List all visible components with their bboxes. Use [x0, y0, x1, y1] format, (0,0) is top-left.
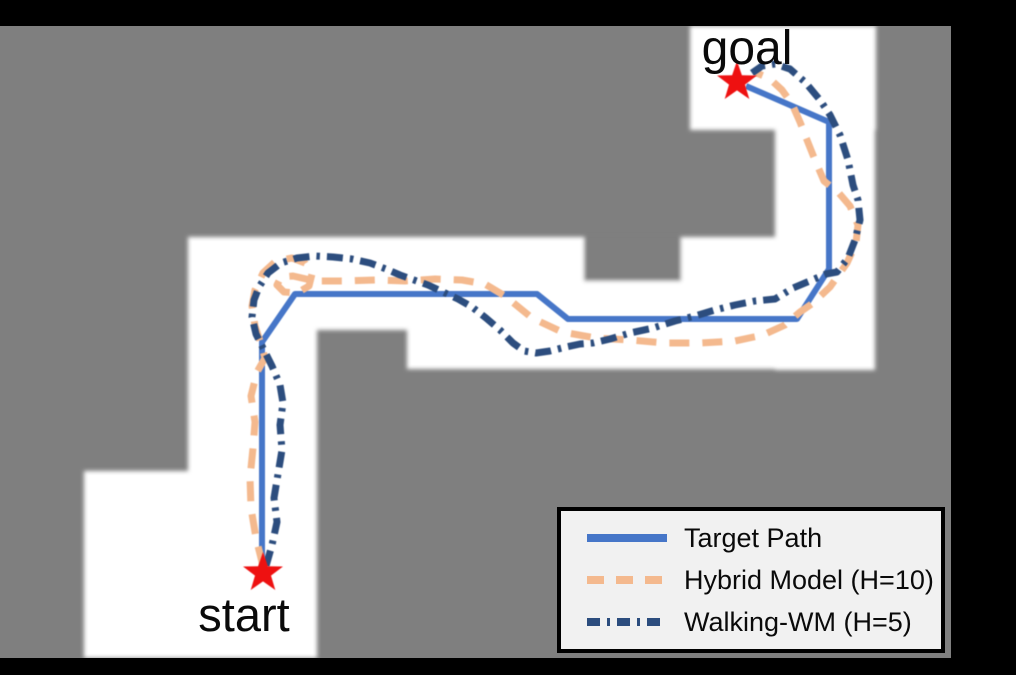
maze-map	[0, 26, 951, 658]
legend-item-hybrid-model: Hybrid Model (H=10)	[585, 565, 937, 596]
goal-label: goal	[701, 22, 793, 75]
start-star-marker	[243, 552, 283, 590]
legend-label: Hybrid Model (H=10)	[684, 564, 934, 595]
legend-label: Target Path	[684, 522, 823, 553]
target-path-line-sample	[587, 534, 667, 542]
walking-wm-line-sample	[587, 618, 667, 626]
legend-item-walking-wm: Walking-WM (H=5)	[585, 607, 937, 638]
legend-item-target-path: Target Path	[585, 523, 937, 554]
target-path-line	[259, 83, 832, 567]
walking-wm-line	[248, 60, 864, 567]
goal-star-marker	[717, 61, 757, 99]
wall-notch-rect	[584, 237, 681, 281]
start-label: start	[198, 588, 290, 641]
legend-label: Walking-WM (H=5)	[684, 606, 912, 637]
hybrid-model-line-sample	[587, 576, 667, 584]
free-space-rect	[84, 471, 190, 658]
trajectories-layer	[246, 60, 864, 567]
markers-layer	[243, 61, 757, 590]
legend-box: Target Path Hybrid Model (H=10) Walking-…	[557, 507, 945, 653]
